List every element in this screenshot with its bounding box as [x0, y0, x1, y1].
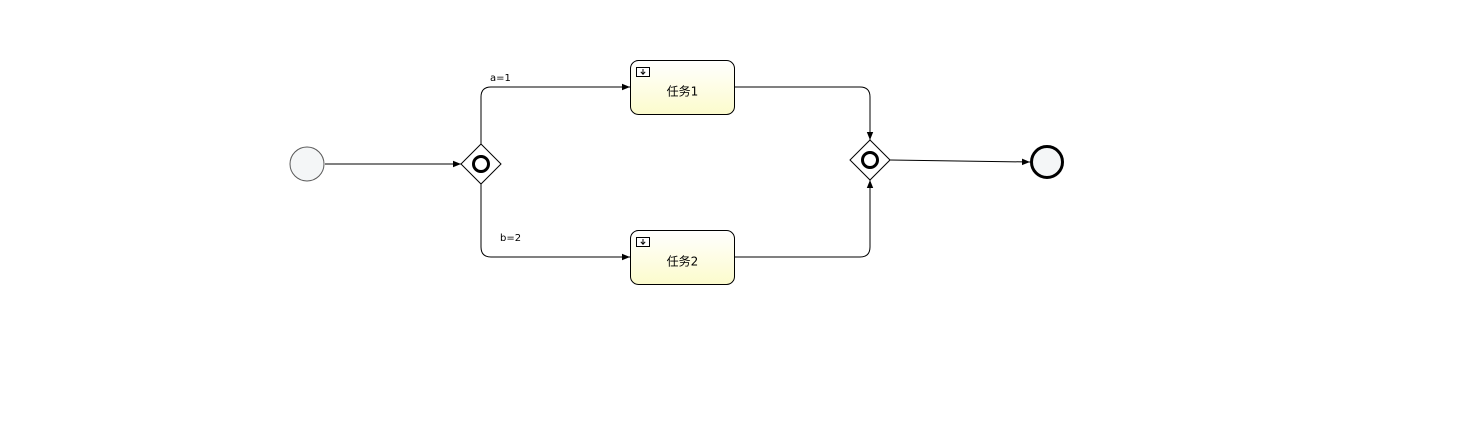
task-box — [630, 230, 735, 285]
task-label: 任务1 — [667, 84, 699, 99]
flow-split-to-task1[interactable] — [480, 83, 630, 144]
start-event[interactable] — [289, 146, 325, 182]
condition-label-a: a=1 — [490, 73, 511, 84]
start-event-circle — [289, 146, 325, 182]
end-event-circle — [1030, 145, 1064, 179]
flow-split-to-task2[interactable] — [480, 184, 630, 261]
inclusive-gateway-icon — [472, 155, 490, 173]
end-event[interactable] — [1030, 145, 1064, 179]
split-gateway[interactable] — [460, 143, 502, 185]
flow-join-to-end[interactable] — [889, 158, 1031, 166]
task-1[interactable]: 任务1 — [630, 60, 735, 115]
task-box — [630, 60, 735, 115]
join-gateway[interactable] — [849, 139, 891, 181]
inclusive-gateway-icon — [861, 151, 879, 169]
task-label: 任务2 — [667, 254, 699, 269]
gateway-diamond — [460, 143, 502, 185]
condition-label-b: b=2 — [500, 233, 521, 244]
manual-task-icon — [636, 237, 650, 247]
flow-task2-to-join[interactable] — [735, 180, 874, 258]
gateway-diamond — [849, 139, 891, 181]
task-2[interactable]: 任务2 — [630, 230, 735, 285]
manual-task-icon — [636, 67, 650, 77]
flow-task1-to-join[interactable] — [735, 86, 874, 140]
